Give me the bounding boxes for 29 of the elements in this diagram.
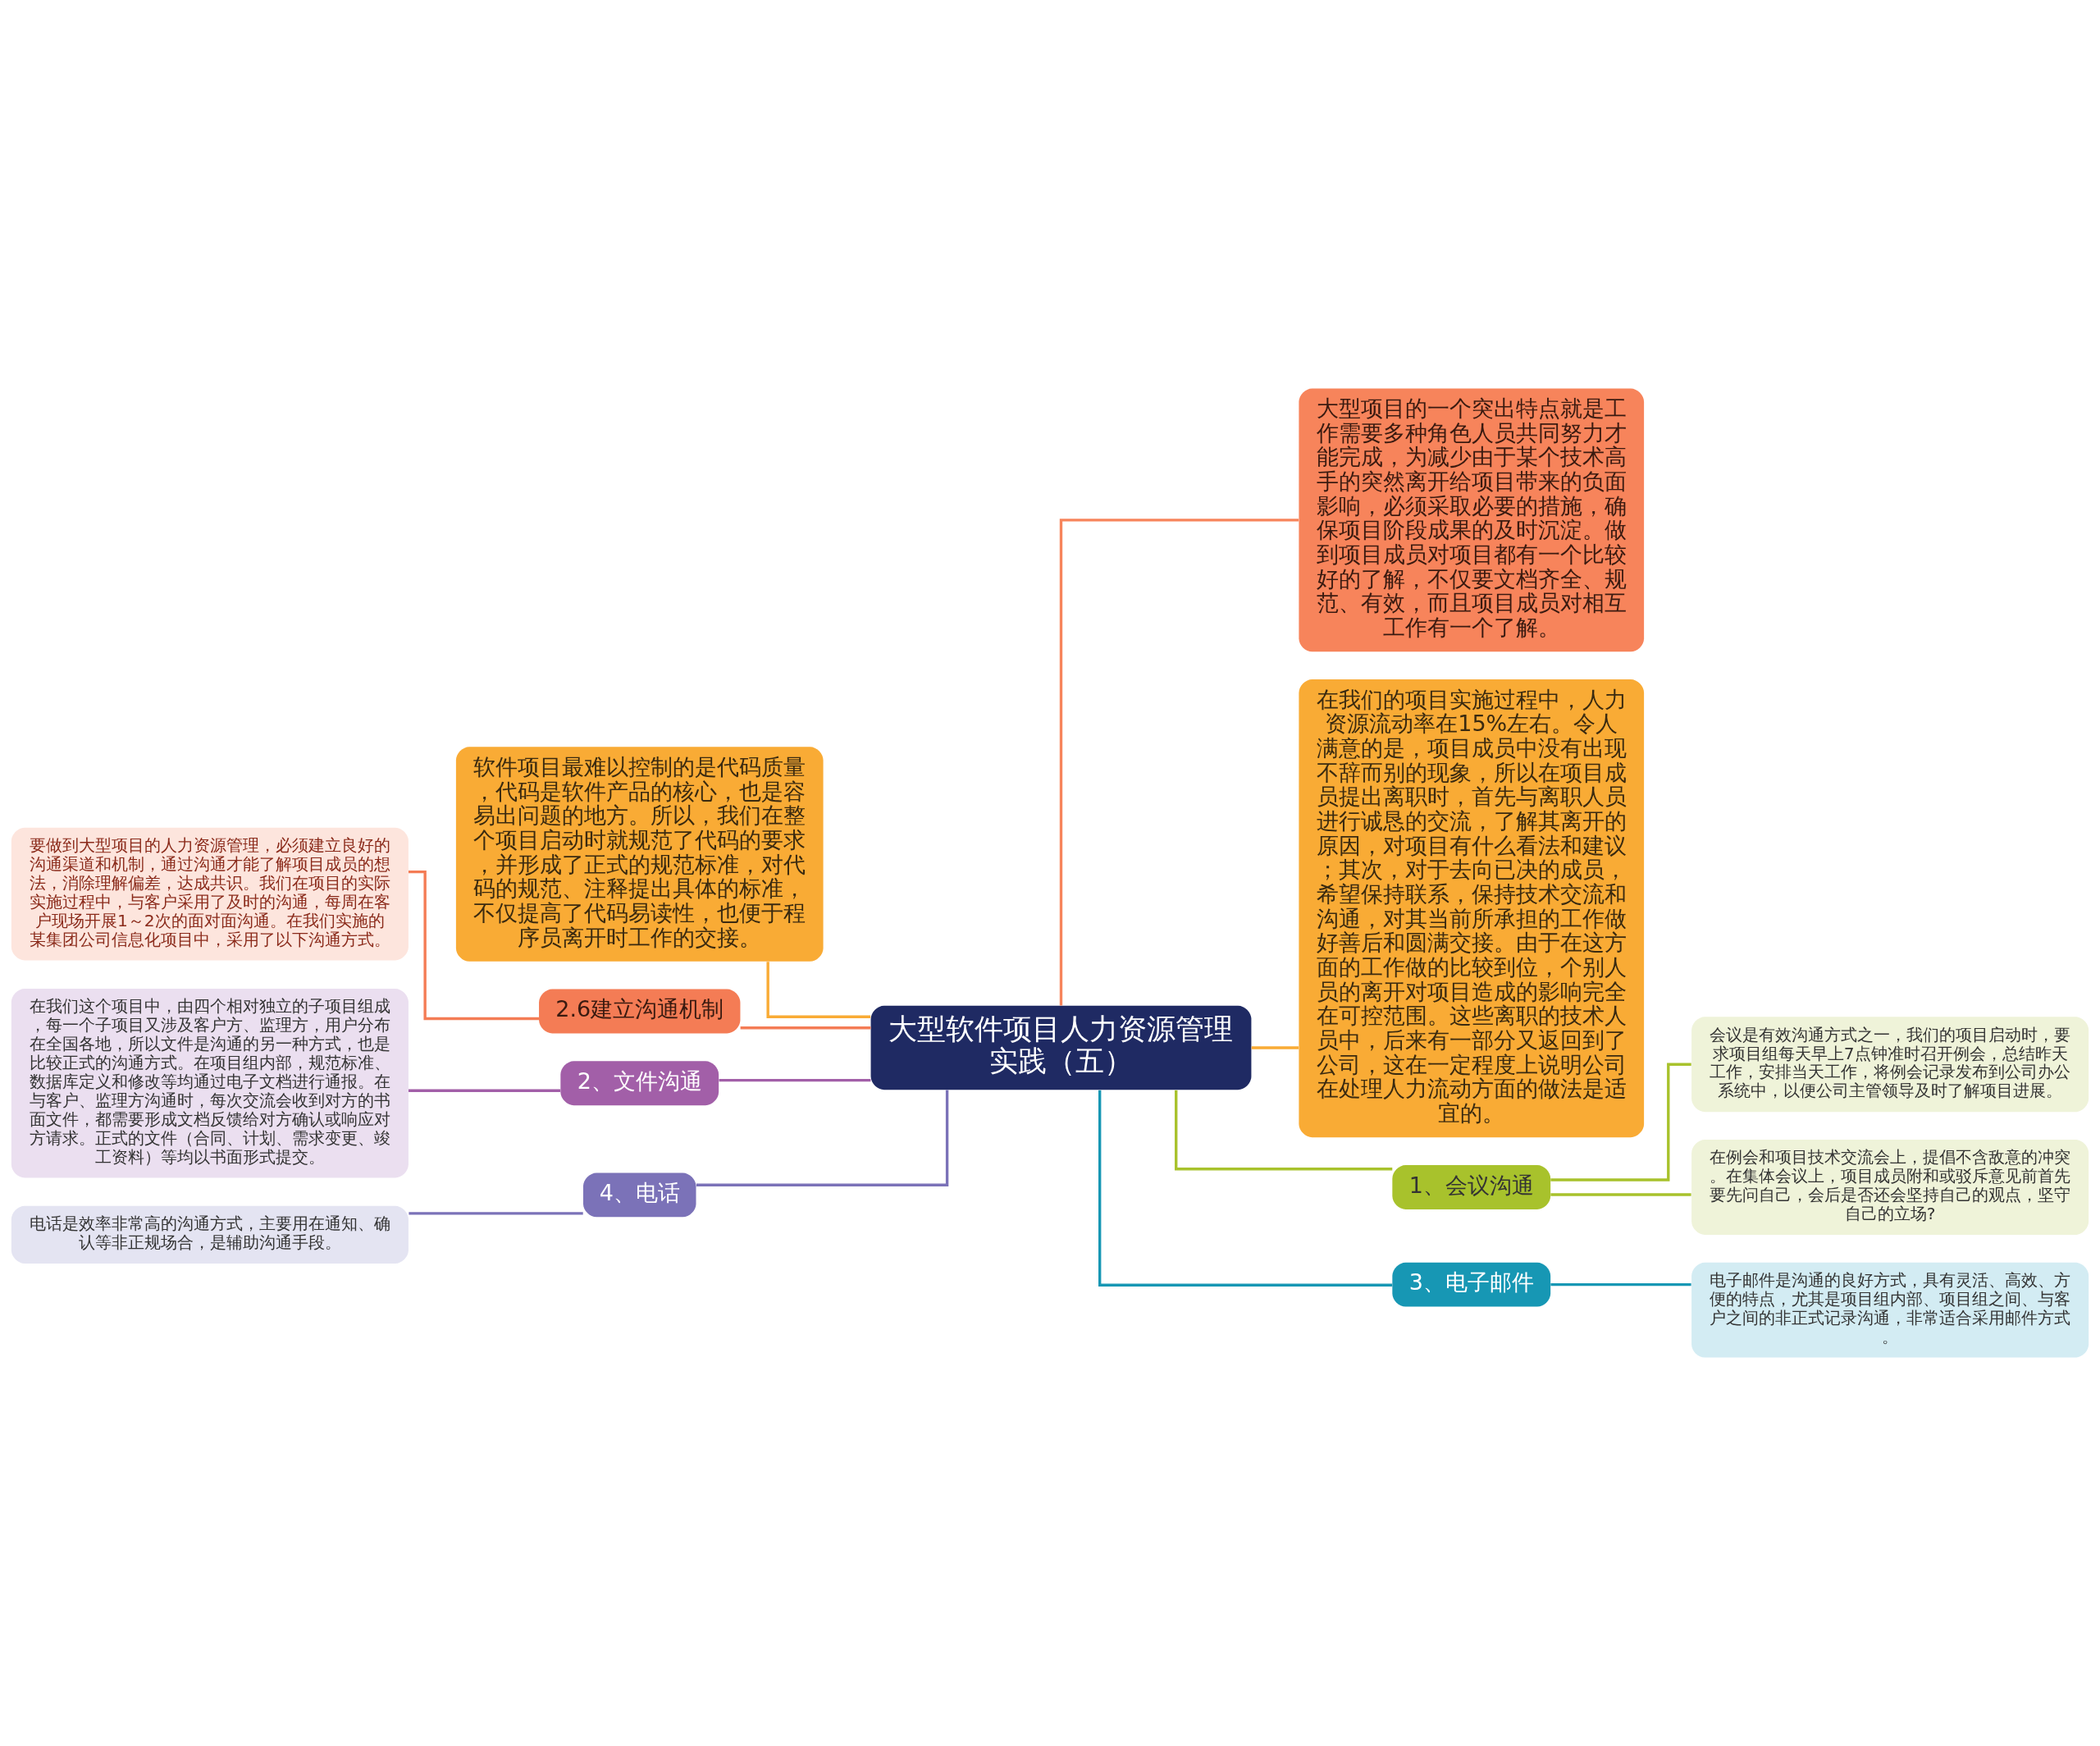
node-box: 在我们的项目实施过程中，人力资源流动率在15%左右。令人满意的是，项目成员中没有出现不辞而别的现象，所以在项目成员提出离职时，首先与离职人员进行诚恳的交流，了解其离开的原因，对项目有什么看法和建议；其次，对于去向已决的成员，希望保持联系，保持技术交流和沟通，对其当前所承担的工作做好善后和圆满交接。由于在这方面的工作做的比较到位，个别人员的离开对项目造成的影响完全在可控范围。这些离职的技术人员中，后来有一部分又返回到了公司，这在一定程度上说明公司在处理人力流动方面的做法是适宜的。 <box>1299 679 1645 1138</box>
node-box: 电子邮件是沟通的良好方式，具有灵活、高效、方便的特点，尤其是项目组内部、项目组之间、与客户之间的非正式记录沟通，非常适合采用邮件方式。 <box>1691 1262 2089 1358</box>
connector <box>409 1212 583 1215</box>
node-box: 大型项目的一个突出特点就是工作需要多种角色人员共同努力才能完成，为减少由于某个技术高手的突然离开给项目带来的负面影响，必须采取必要的措施，确保项目阶段成果的及时沉淀。做到项目成员对项目都有一个比较好的了解，不仅要文档齐全、规范、有效，而且项目成员对相互工作有一个了解。 <box>1299 388 1645 652</box>
connector <box>740 1026 871 1030</box>
node-box: 在例会和项目技术交流会上，提倡不含敌意的冲突。在集体会议上，项目成员附和或驳斥意见前首先要先问自己，会后是否还会坚持自己的观点，坚守自己的立场? <box>1691 1139 2089 1235</box>
connector <box>696 1090 949 1186</box>
connector <box>1550 1063 1691 1182</box>
node-box: 4、电话 <box>582 1172 696 1218</box>
connector <box>1550 1282 1691 1287</box>
node-box: 2、文件沟通 <box>560 1061 719 1106</box>
connector <box>1098 1090 1393 1287</box>
connector <box>1251 1046 1299 1049</box>
node-box: 电话是效率非常高的沟通方式，主要用在通知、确认等非正规场合，是辅助沟通手段。 <box>11 1205 409 1264</box>
connector <box>409 1089 561 1092</box>
node-box: 会议是有效沟通方式之一，我们的项目启动时，要求项目组每天早上7点钟准时召开例会，总结昨天工作，安排当天工作，将例会记录发布到公司办公系统中，以便公司主管领导及时了解项目进展。 <box>1691 1017 2089 1113</box>
connector <box>1059 519 1299 1006</box>
connector <box>1175 1090 1393 1171</box>
node-box: 1、会议沟通 <box>1392 1165 1551 1209</box>
connector <box>719 1078 871 1082</box>
node-box: 在我们这个项目中，由四个相对独立的子项目组成，每一个子项目又涉及客户方、监理方，用户分布在全国各地，所以文件是沟通的另一种方式，也是比较正式的沟通方式。在项目组内部，规范标准、数据库定义和修改等均通过电子文档进行通报。在与客户、监理方沟通时，每次交流会收到对方的书面文件，都需要形成文档反馈给对方确认或响应对方请求。正式的文件（合同、计划、需求变更、竣工资料）等均以书面形式提交。 <box>11 988 409 1178</box>
connector <box>766 962 871 1018</box>
node-box: 要做到大型项目的人力资源管理，必须建立良好的沟通渠道和机制，通过沟通才能了解项目成员的想法，消除理解偏差，达成共识。我们在项目的实际实施过程中，与客户采用了及时的沟通，每周在客户现场开展1～2次的面对面沟通。在我们实施的某集团公司信息化项目中，采用了以下沟通方式。 <box>11 827 409 961</box>
node-box: 3、电子邮件 <box>1392 1262 1551 1307</box>
connector <box>409 870 539 1021</box>
node-box: 大型软件项目人力资源管理实践（五） <box>870 1005 1252 1090</box>
node-box: 2.6建立沟通机制 <box>539 989 741 1034</box>
connector <box>1550 1193 1691 1196</box>
node-box: 软件项目最难以控制的是代码质量，代码是软件产品的核心，也是容易出问题的地方。所以，我们在整个项目启动时就规范了代码的要求，并形成了正式的规范标准，对代码的规范、注释提出具体的标准，不仅提高了代码易读性，也便于程序员离开时工作的交接。 <box>455 747 824 962</box>
